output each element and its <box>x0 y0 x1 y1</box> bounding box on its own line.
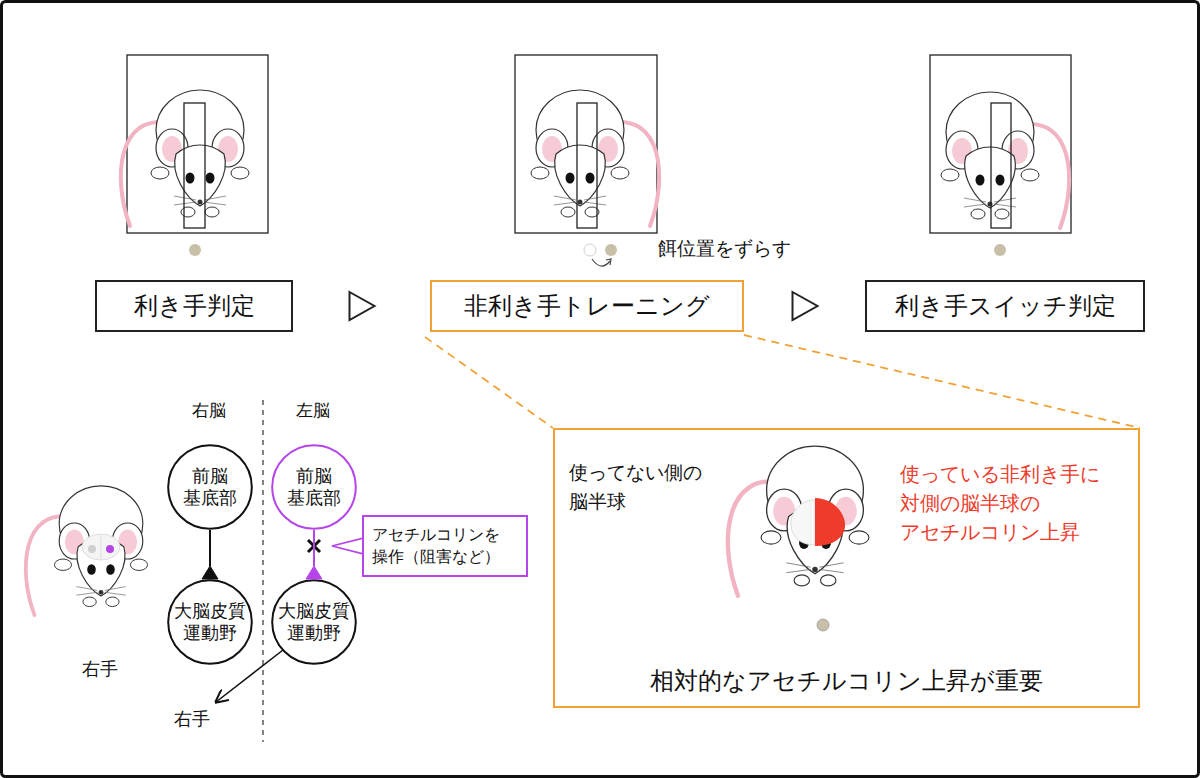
shift-arrow <box>592 259 610 266</box>
node-text: 利き手判定 <box>134 291 255 321</box>
cage-slot <box>577 103 597 228</box>
right-hemisphere-dot <box>88 545 96 553</box>
brain-region-circle: 大脳皮質 運動野 <box>167 579 253 665</box>
brain-region-circle: 前脳 基底部 <box>271 444 357 530</box>
hand-label: 右手 <box>82 657 118 681</box>
projection-line <box>209 530 211 566</box>
old-pellet-position <box>584 244 596 256</box>
connector-group <box>744 335 1140 428</box>
connector-group <box>306 530 322 579</box>
node-text: 前脳 基底部 <box>274 465 354 510</box>
connector-group <box>793 292 818 320</box>
connector-group <box>350 292 375 320</box>
step-box: 利き手スイッチ判定 <box>865 280 1145 332</box>
brain-midline <box>101 535 102 560</box>
circle-shape <box>272 445 356 529</box>
unused-hemisphere <box>791 500 815 545</box>
flow-arrow <box>793 292 818 320</box>
node-text: 利き手スイッチ判定 <box>895 291 1116 321</box>
zoom-leader-line <box>425 337 553 428</box>
synapse-head <box>306 566 322 579</box>
node-text: 大脳皮質 運動野 <box>170 600 250 645</box>
cage <box>930 55 1071 233</box>
mouse-illustration <box>26 486 148 615</box>
node-text: アセチルコリンを 操作（阻害など） <box>364 524 526 569</box>
step-box: 非利き手トレーニング <box>430 280 744 332</box>
circle-shape <box>168 580 252 664</box>
connector-group <box>202 530 218 579</box>
hand-label: 右手 <box>174 707 210 731</box>
callout-pointer <box>332 538 364 554</box>
cage-slot <box>991 103 1011 228</box>
node-text: 前脳 基底部 <box>170 465 250 510</box>
food-pellet <box>994 244 1006 256</box>
hemisphere-label: 左脳 <box>296 399 330 422</box>
callout-box: アセチルコリンを 操作（阻害など） <box>362 515 528 577</box>
brain-region-circle: 前脳 基底部 <box>167 444 253 530</box>
left-hemisphere-dot <box>106 545 114 553</box>
brain-region-circle: 大脳皮質 運動野 <box>271 579 357 665</box>
mouse-illustration <box>531 90 659 226</box>
step-box: 利き手判定 <box>95 280 293 332</box>
hemisphere-label: 右脳 <box>192 399 226 422</box>
brain-outline <box>82 534 120 560</box>
food-pellet <box>817 619 829 631</box>
node-text: 相対的なアセチルコリン上昇が重要 <box>555 666 1138 697</box>
node-text: 大脳皮質 運動野 <box>274 600 354 645</box>
hemisphere-divider <box>262 400 263 742</box>
circle-shape <box>168 445 252 529</box>
node-text: 使ってない側の 脳半球 <box>569 458 734 517</box>
zoom-panel: 使ってない側の 脳半球 使っている非利き手に 対側の脳半球の アセチルコリン上昇相… <box>553 428 1140 708</box>
projection-line <box>313 530 315 566</box>
mouse-illustration <box>941 92 1069 228</box>
flow-arrow <box>350 292 375 320</box>
mouse-illustration <box>728 446 869 596</box>
block-mark <box>308 540 320 552</box>
note-label: 餌位置をずらす <box>658 236 791 262</box>
shift-arrow-head <box>606 259 611 265</box>
cage-slot <box>184 103 205 228</box>
food-pellet <box>605 244 617 256</box>
active-hemisphere <box>815 498 845 546</box>
synapse-head <box>202 566 218 579</box>
node-text: 使っている非利き手に 対側の脳半球の アセチルコリン上昇 <box>900 460 1122 547</box>
node-text: 非利き手トレーニング <box>464 291 710 321</box>
circle-shape <box>272 580 356 664</box>
food-pellet <box>189 244 201 256</box>
zoom-leader-line <box>744 335 1140 428</box>
mouse-illustration <box>121 90 249 226</box>
